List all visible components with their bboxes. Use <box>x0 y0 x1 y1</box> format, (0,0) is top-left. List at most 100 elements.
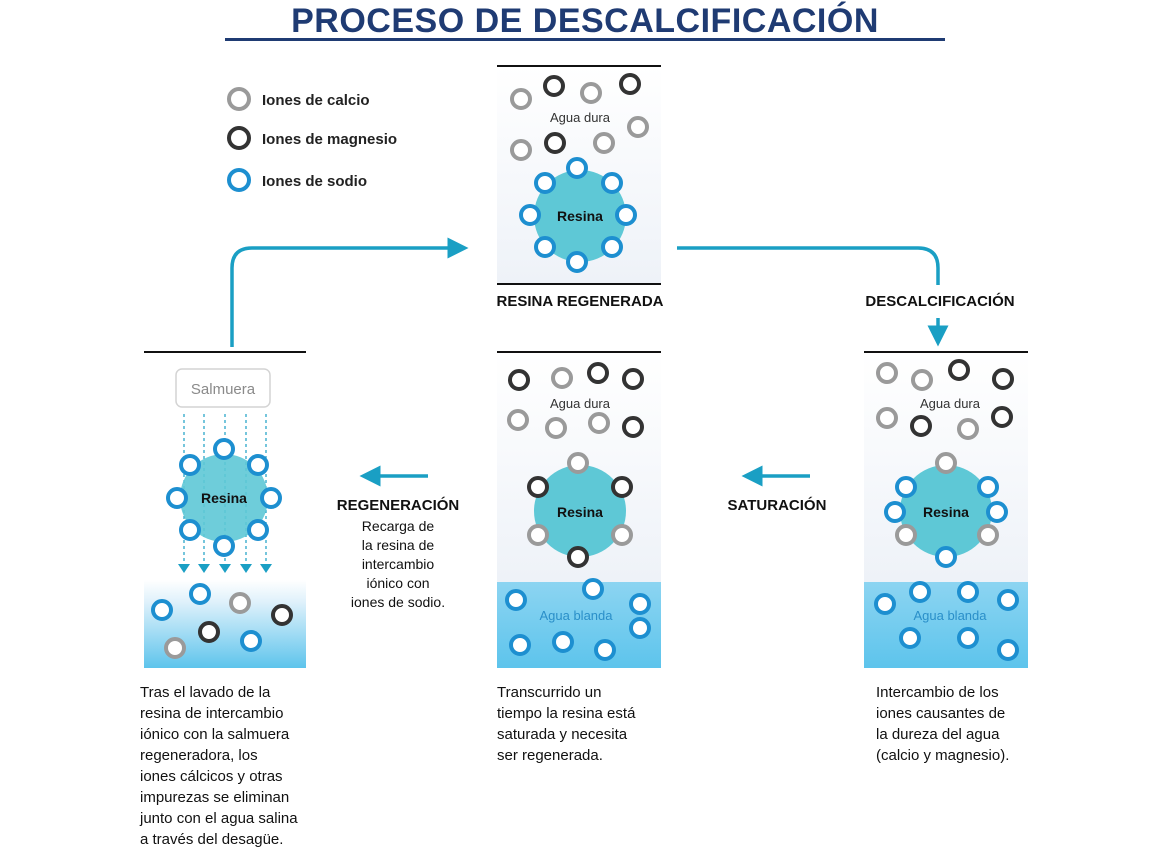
sodium-ion <box>884 501 906 523</box>
sodium-ion <box>615 204 637 226</box>
sodium-ion <box>601 236 623 258</box>
flow-arrows <box>230 237 949 487</box>
resin-label: Resina <box>201 490 247 506</box>
arrow-to-descalcification <box>677 246 940 285</box>
caption-line: a través del desagüe. <box>140 831 283 848</box>
magnesium-ion <box>910 415 932 437</box>
sodium-ions-group <box>874 581 1019 661</box>
sodium-ion <box>247 454 269 476</box>
legend-calcium-label: Iones de calcio <box>262 92 370 109</box>
stage-label-saturation: SATURACIÓN <box>728 496 827 514</box>
sodium-ion <box>582 578 604 600</box>
brine-label: Salmuera <box>191 381 256 398</box>
ions-group <box>527 452 633 568</box>
caption-line: Transcurrido un <box>497 684 602 701</box>
caption-line: resina de intercambio <box>140 705 283 722</box>
resin-bead <box>534 465 626 557</box>
caption-right: Intercambio de los iones causantes de la… <box>876 684 1009 764</box>
brine-box <box>175 368 271 408</box>
magnesium-ion <box>992 368 1014 390</box>
magnesium-ion <box>544 132 566 154</box>
calcium-ion <box>551 367 573 389</box>
sodium-ion <box>179 519 201 541</box>
sodium-ion <box>957 627 979 649</box>
hard-water-label-middle: Agua dura <box>550 396 611 411</box>
calcium-ion <box>895 524 917 546</box>
sodium-ion <box>977 476 999 498</box>
regen-desc-line: iónico con <box>366 575 429 591</box>
page-title: PROCESO DE DESCALCIFICACIÓN <box>291 2 879 40</box>
calcium-ion <box>593 132 615 154</box>
title-underline <box>225 38 945 41</box>
magnesium-ion <box>622 416 644 438</box>
caption-line: Intercambio de los <box>876 684 999 701</box>
sodium-ion <box>505 589 527 611</box>
caption-middle: Transcurrido un tiempo la resina está sa… <box>497 684 636 764</box>
sodium-ion <box>935 546 957 568</box>
resin-bead <box>180 454 268 542</box>
brine-arrowheads <box>178 564 272 573</box>
magnesium-ion <box>543 75 565 97</box>
caption-line: Tras el lavado de la <box>140 684 271 701</box>
regen-desc-line: Recarga de <box>362 518 435 534</box>
calcium-ion <box>611 524 633 546</box>
sodium-ion <box>986 501 1008 523</box>
magnesium-ion <box>622 368 644 390</box>
calcium-ion <box>911 369 933 391</box>
calcium-ion <box>977 524 999 546</box>
ions-group <box>510 73 649 161</box>
sodium-ion <box>957 581 979 603</box>
magnesium-ion <box>948 359 970 381</box>
sodium-ion <box>594 639 616 661</box>
sodium-ion <box>260 487 282 509</box>
legend-magnesium-icon <box>227 126 251 150</box>
legend-magnesium-label: Iones de magnesio <box>262 131 397 148</box>
legend-calcium-icon <box>227 87 251 111</box>
resin-label: Resina <box>557 208 603 224</box>
magnesium-ion <box>991 406 1013 428</box>
sodium-ion <box>509 634 531 656</box>
calcium-ion <box>510 139 532 161</box>
legend-sodium-icon <box>227 168 251 192</box>
magnesium-ion <box>619 73 641 95</box>
caption-line: tiempo la resina está <box>497 705 636 722</box>
stage-label-descalcification: DESCALCIFICACIÓN <box>865 292 1014 310</box>
calcium-ion <box>876 362 898 384</box>
regen-desc-line: intercambio <box>362 556 435 572</box>
sodium-ion <box>997 639 1019 661</box>
sodium-ion <box>189 583 211 605</box>
caption-line: la dureza del agua <box>876 726 1000 743</box>
sodium-ion <box>909 581 931 603</box>
panel-regenerated: Agua dura Resina <box>497 65 661 285</box>
legend-sodium-label: Iones de sodio <box>262 173 367 190</box>
sodium-ion <box>213 535 235 557</box>
sodium-ion <box>247 519 269 541</box>
magnesium-ion <box>508 369 530 391</box>
caption-line: ser regenerada. <box>497 747 603 764</box>
magnesium-ion <box>198 621 220 643</box>
regen-desc-line: la resina de <box>362 537 435 553</box>
sodium-ion <box>899 627 921 649</box>
calcium-ion <box>229 592 251 614</box>
sodium-ion <box>874 593 896 615</box>
resin-label: Resina <box>923 504 969 520</box>
caption-line: (calcio y magnesio). <box>876 747 1009 764</box>
calcium-ion <box>527 524 549 546</box>
resin-bead <box>900 465 992 557</box>
magnesium-ion <box>587 362 609 384</box>
sodium-ion <box>552 631 574 653</box>
resin-bead <box>534 170 626 262</box>
sodium-ion <box>151 599 173 621</box>
calcium-ion <box>580 82 602 104</box>
caption-line: junto con el agua salina <box>139 810 298 827</box>
sodium-ion <box>213 438 235 460</box>
ions-group <box>507 362 644 439</box>
resin-label: Resina <box>557 504 603 520</box>
sodium-ion <box>566 157 588 179</box>
calcium-ion <box>545 417 567 439</box>
sodium-ion <box>534 236 556 258</box>
magnesium-ion <box>567 546 589 568</box>
ions-group <box>884 452 1008 568</box>
caption-line: iones cálcicos y otras <box>140 768 283 785</box>
